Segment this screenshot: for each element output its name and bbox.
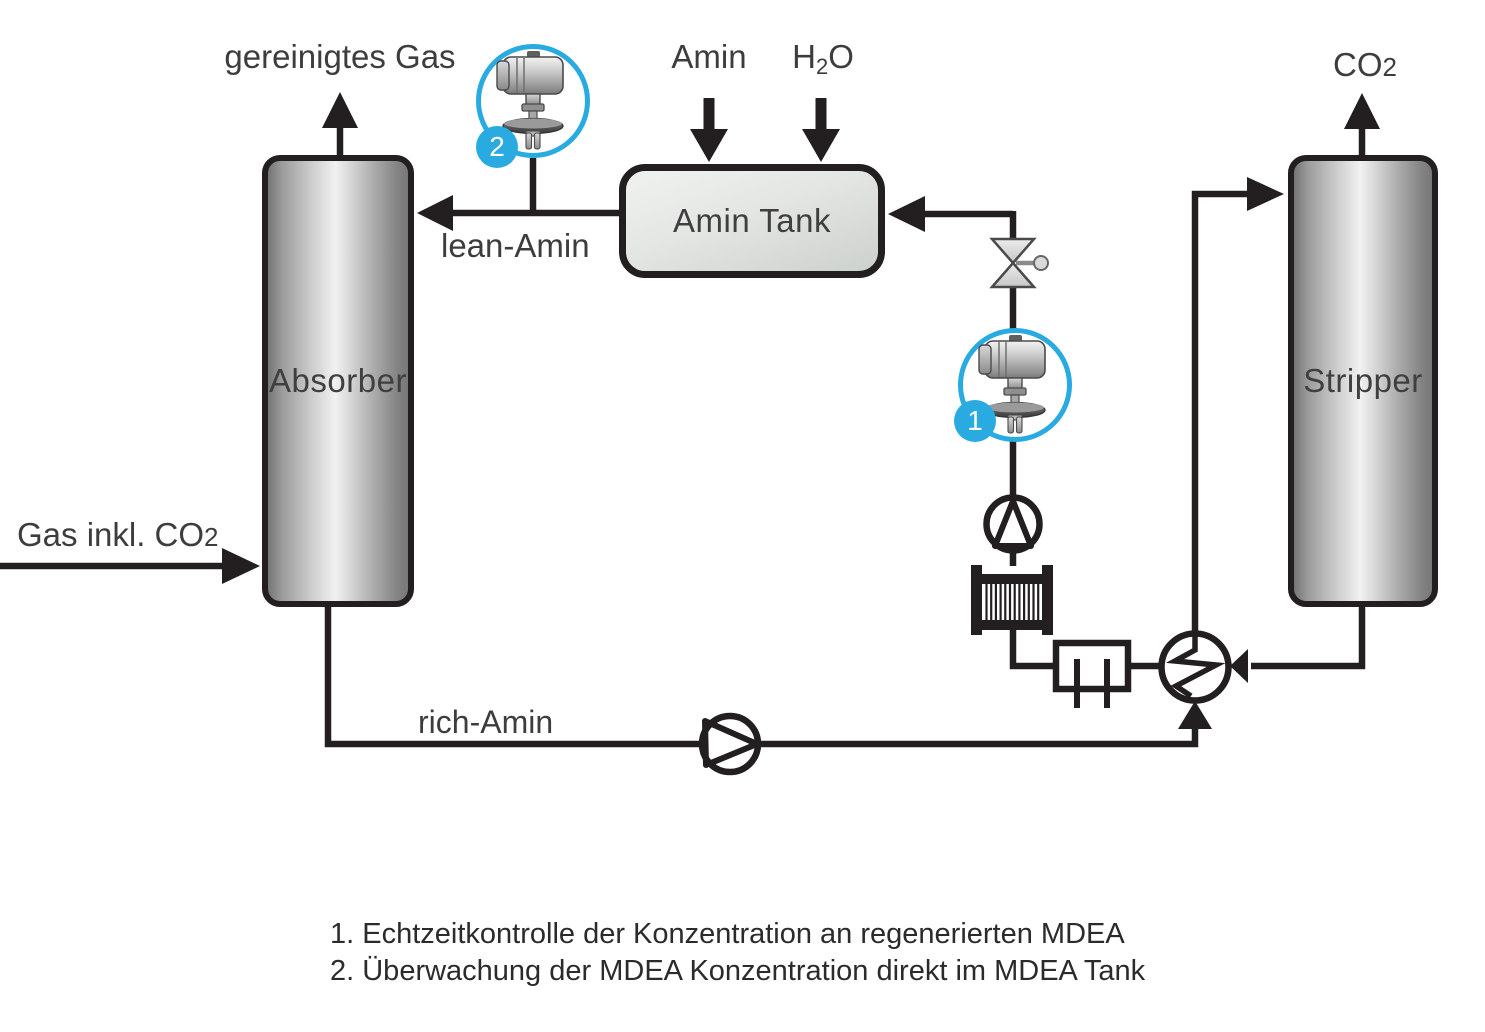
feed-arrows <box>690 98 840 162</box>
arrow-up-co2-icon <box>1344 93 1380 129</box>
footnotes: 1. Echtzeitkontrolle der Konzentration a… <box>330 916 1145 990</box>
arrow-left-lean-amin-icon <box>417 195 453 231</box>
stripper-vessel: Stripper <box>1288 155 1438 607</box>
sensor2-badge: 2 <box>476 126 518 168</box>
amin-tank-vessel: Amin Tank <box>619 164 885 278</box>
arrow-right-gas-inlet-icon <box>222 548 260 584</box>
arrow-down-h2o-icon <box>802 129 840 162</box>
gas-inlet-label: Gas inkl. CO2 <box>17 516 219 553</box>
pipe-hx-to-stripper <box>1191 190 1248 633</box>
absorber-label: Absorber <box>269 362 407 399</box>
pipe-rich-amin-right <box>760 728 1199 748</box>
pump1-icon <box>983 494 1043 554</box>
pipes <box>0 126 1366 748</box>
sensor1-badge-number: 1 <box>967 405 983 436</box>
cooler-icon <box>971 565 1053 635</box>
arrow-left-into-hx-icon <box>1230 649 1248 683</box>
lean-amin-label: lean-Amin <box>441 227 590 264</box>
footnote-2: 2. Überwachung der MDEA Konzentration di… <box>330 955 1146 987</box>
arrow-up-cleangas-icon <box>322 92 358 128</box>
sensor1-badge: 1 <box>954 400 996 442</box>
sensor2-circle <box>476 44 590 158</box>
valve-icon <box>989 237 1049 289</box>
sensor2-badge-number: 2 <box>489 131 505 162</box>
arrow-up-into-hx-icon <box>1178 701 1212 729</box>
h2o-feed-label: H2O <box>792 38 854 79</box>
clean-gas-label: gereinigtes Gas <box>224 38 456 75</box>
footnote-1: 1. Echtzeitkontrolle der Konzentration a… <box>330 918 1125 950</box>
arrow-left-tank-inlet-icon <box>888 196 925 232</box>
pipe-stripper-bottom <box>1251 607 1366 670</box>
arrow-right-into-stripper-icon <box>1247 177 1284 211</box>
amin-feed-label: Amin <box>671 38 747 75</box>
heat-exchanger-icon <box>1158 630 1232 704</box>
absorber-vessel: Absorber <box>262 155 414 607</box>
co2-out-label: CO2 <box>1333 46 1397 83</box>
arrow-down-amin-icon <box>690 129 728 162</box>
rich-amin-label: rich-Amin <box>418 704 554 740</box>
pump2-icon <box>698 712 762 776</box>
arrowheads <box>222 92 1380 729</box>
filter-icon <box>1052 639 1132 708</box>
stripper-label: Stripper <box>1303 362 1423 399</box>
pipe-cooler-down <box>1009 630 1056 670</box>
amin-tank-label: Amin Tank <box>673 202 831 239</box>
pipe-rich-amin-left <box>324 607 700 748</box>
